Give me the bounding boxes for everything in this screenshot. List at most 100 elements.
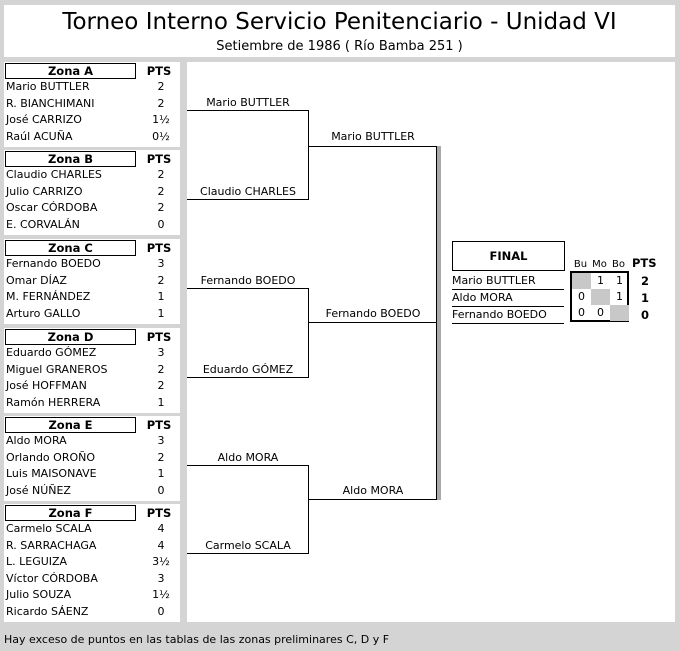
zone-table: Zona F PTS Carmelo SCALA 4 R. SARRACHAGA 4 L. …	[4, 504, 180, 622]
zone-player-points: 2	[157, 450, 165, 464]
final-cell	[610, 305, 629, 321]
zone-player-points: 0½	[152, 129, 170, 143]
final-pts-header: PTS	[632, 256, 657, 270]
zone-player-name: Carmelo SCALA	[6, 522, 92, 535]
zone-player-points: 2	[157, 273, 165, 287]
zone-player-points: 1½	[152, 588, 170, 601]
bracket-r1-label: Claudio CHARLES	[200, 185, 296, 198]
zone-player-name: José HOFFMAN	[6, 379, 87, 392]
zone-player-points: 0	[157, 217, 165, 231]
bracket-panel: Mario BUTTLER Claudio CHARLES Fernando B…	[187, 62, 675, 622]
final-col-header: Bu	[573, 259, 588, 270]
zone-pts-header: PTS	[146, 64, 172, 78]
zone-player-points: 4	[157, 522, 165, 535]
final-title: FINAL	[452, 241, 565, 271]
zone-player-name: Eduardo GÓMEZ	[6, 346, 97, 359]
bracket-r1-label: Carmelo SCALA	[205, 539, 291, 552]
zone-player-name: L. LEGUIZA	[6, 555, 68, 568]
zone-player-name: Luis MAISONAVE	[6, 467, 97, 480]
bracket-line	[187, 553, 309, 554]
final-crosstable: 1 1 0 1 0 0	[570, 271, 629, 322]
zone-player-name: Fernando BOEDO	[6, 257, 101, 270]
footer-note: Hay exceso de puntos en las tablas de la…	[4, 633, 390, 646]
bracket-line	[187, 288, 309, 289]
zone-player-points: 4	[157, 538, 165, 552]
final-player: Aldo MORA	[452, 290, 564, 307]
bracket-line	[309, 499, 436, 500]
zone-player-points: 2	[157, 168, 165, 181]
bracket-shadow	[437, 146, 441, 500]
bracket-line	[308, 465, 309, 554]
zone-title: Zona B	[5, 151, 136, 167]
final-table: FINAL Bu Mo Bo PTS Mario BUTTLER Aldo MO…	[447, 237, 665, 327]
final-cell: 0	[578, 290, 585, 303]
zone-player-points: 2	[157, 201, 165, 214]
page-title: Torneo Interno Servicio Penitenciario - …	[62, 9, 617, 35]
zone-row: Luis MAISONAVE 1	[6, 466, 180, 482]
bracket-line	[308, 110, 309, 200]
final-cell: 0	[578, 306, 585, 319]
bracket-r1-label: Eduardo GÓMEZ	[202, 363, 294, 376]
zone-player-points: 3	[157, 434, 165, 447]
zone-row: José HOFFMAN 2	[6, 378, 180, 394]
final-cell: 1	[616, 274, 623, 287]
final-total: 1	[640, 291, 649, 305]
zone-title: Zona C	[5, 240, 136, 256]
final-col-header: Mo	[592, 259, 607, 270]
final-col-header: Bo	[612, 259, 625, 270]
zone-player-points: 1½	[152, 113, 170, 126]
zone-player-points: 1	[157, 306, 165, 320]
header-panel: Torneo Interno Servicio Penitenciario - …	[4, 5, 675, 57]
zone-player-name: Miguel GRANEROS	[6, 362, 108, 376]
zone-pts-header: PTS	[146, 418, 172, 432]
zone-title: Zona F	[5, 505, 136, 521]
zone-pts-header: PTS	[146, 506, 172, 520]
bracket-line	[308, 288, 309, 378]
zone-title: Zona A	[5, 63, 136, 79]
final-total: 2	[640, 274, 649, 288]
final-cell: 1	[597, 274, 604, 287]
zone-player-points: 1	[157, 395, 165, 409]
zone-player-points: 2	[157, 379, 165, 392]
zone-row: R. SARRACHAGA 4	[6, 538, 180, 554]
zone-player-name: Orlando OROÑO	[6, 450, 96, 464]
bracket-r2-label: Aldo MORA	[342, 484, 404, 497]
bracket-line	[187, 110, 309, 111]
bracket-r1-label: Fernando BOEDO	[200, 274, 296, 287]
bracket-line	[309, 146, 436, 147]
page-subtitle: Setiembre de 1986 ( Río Bamba 251 )	[216, 39, 463, 54]
zone-player-name: R. SARRACHAGA	[6, 538, 97, 552]
zone-player-name: Oscar CÓRDOBA	[6, 201, 98, 214]
zone-player-points: 1	[157, 290, 165, 303]
zone-player-points: 0	[157, 483, 165, 497]
zone-player-name: Arturo GALLO	[6, 306, 81, 320]
zone-player-points: 1	[157, 467, 165, 480]
zone-player-points: 2	[157, 184, 165, 198]
zone-player-points: 3	[157, 257, 165, 270]
bracket-line	[309, 322, 436, 323]
bracket-r1-label: Mario BUTTLER	[206, 96, 290, 109]
zone-player-name: Omar DÍAZ	[6, 273, 67, 287]
zone-pts-header: PTS	[146, 152, 172, 166]
final-cell: 1	[616, 290, 623, 303]
zone-player-points: 2	[157, 96, 165, 110]
zone-player-points: 3	[157, 346, 165, 359]
final-cell	[591, 289, 610, 305]
final-cell	[572, 273, 591, 289]
bracket-r2-label: Mario BUTTLER	[331, 130, 415, 143]
